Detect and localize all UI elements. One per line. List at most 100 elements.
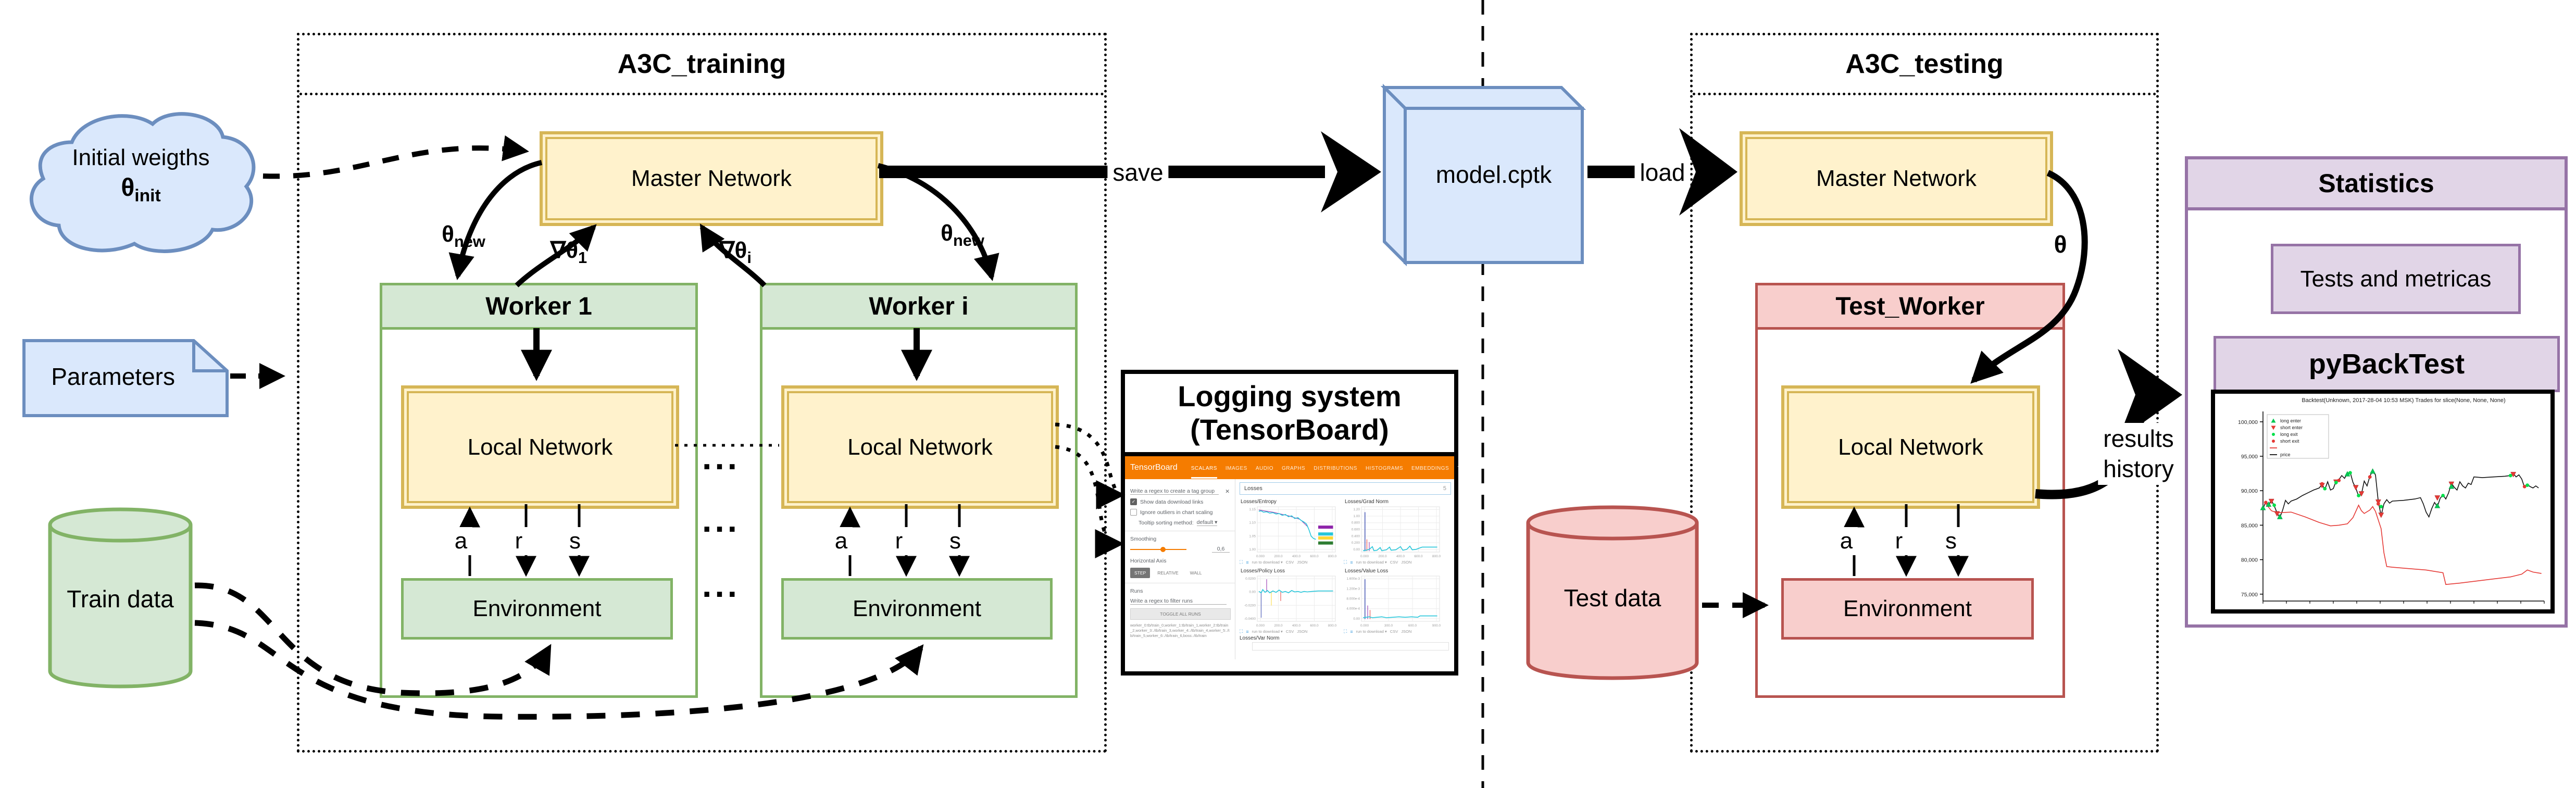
- json-link[interactable]: JSON: [1401, 560, 1412, 565]
- tab-images[interactable]: IMAGES: [1225, 466, 1247, 471]
- runs-filter-input[interactable]: Write a regex to filter runs: [1130, 598, 1227, 605]
- run-to-download-label[interactable]: run to download ▾: [1356, 629, 1387, 634]
- svg-text:75,000: 75,000: [2241, 592, 2258, 598]
- theta-testing-label: θ: [2054, 231, 2067, 258]
- svg-text:long enter: long enter: [2280, 418, 2301, 423]
- svg-text:1.00: 1.00: [1353, 515, 1360, 518]
- haxis-button-step[interactable]: STEP: [1130, 568, 1151, 578]
- svg-text:1.15: 1.15: [1249, 508, 1256, 511]
- svg-text:300.0: 300.0: [1384, 624, 1393, 628]
- csv-link[interactable]: CSV: [1390, 629, 1398, 634]
- svg-text:0.600: 0.600: [1352, 528, 1360, 532]
- losses-group-header[interactable]: Losses 5: [1240, 482, 1451, 495]
- tab-scalars[interactable]: SCALARS: [1191, 458, 1217, 479]
- csv-link[interactable]: CSV: [1285, 560, 1294, 565]
- expand-icon[interactable]: ⛶: [1240, 629, 1243, 634]
- expand-icon[interactable]: ⛶: [1344, 559, 1347, 565]
- smoothing-slider[interactable]: [1130, 546, 1186, 552]
- expand-icon[interactable]: ⛶: [1344, 629, 1347, 634]
- worker-i-local-network: Local Network: [781, 385, 1059, 509]
- r-label-test: r: [1890, 527, 1908, 555]
- json-link[interactable]: JSON: [1297, 629, 1308, 634]
- menu-icon[interactable]: ≡: [1350, 559, 1353, 565]
- tab-embeddings[interactable]: EMBEDDINGS: [1411, 466, 1449, 471]
- tab-graphs[interactable]: GRAPHS: [1281, 466, 1306, 471]
- svg-text:1.05: 1.05: [1249, 534, 1256, 538]
- runs-list[interactable]: worker_0:tb/train_0,worker_1:tb/train_1,…: [1130, 623, 1230, 639]
- run-to-download-label[interactable]: run to download ▾: [1252, 560, 1283, 565]
- tag-regex-input[interactable]: Write a regex to create a tag group: [1130, 488, 1219, 495]
- svg-text:600.0: 600.0: [1414, 555, 1423, 558]
- help-icon[interactable]: ?: [1501, 463, 1505, 472]
- svg-text:400.0: 400.0: [1292, 555, 1301, 558]
- model-cptk-cube: model.cptk: [1379, 82, 1587, 268]
- menu-icon[interactable]: ≡: [1246, 629, 1249, 634]
- test-env-label: Environment: [1843, 596, 1972, 621]
- tab-distributions[interactable]: DISTRIBUTIONS: [1314, 466, 1357, 471]
- haxis-button-relative[interactable]: RELATIVE: [1157, 570, 1179, 576]
- train-data-cylinder: Train data: [47, 483, 194, 705]
- menu-icon[interactable]: ≡: [1246, 559, 1249, 565]
- results-history-label: results history: [2098, 423, 2179, 485]
- run-to-download-label[interactable]: run to download ▾: [1252, 629, 1283, 634]
- tab-text[interactable]: TEXT: [1457, 466, 1472, 471]
- losses-chart-title-3: Losses/Value Loss: [1345, 568, 1389, 574]
- svg-text:600.0: 600.0: [1408, 624, 1417, 628]
- svg-text:0.800: 0.800: [1352, 521, 1360, 525]
- cloud-label-line1: Initial weigths: [72, 145, 210, 170]
- tensorboard-tabs: SCALARS IMAGES AUDIO GRAPHS DISTRIBUTIONS HIS…: [1187, 458, 1476, 479]
- tab-histograms[interactable]: HISTOGRAMS: [1365, 466, 1403, 471]
- svg-text:1.20: 1.20: [1353, 508, 1360, 511]
- refresh-icon[interactable]: ⟳: [1475, 463, 1482, 472]
- expand-icon[interactable]: ⛶: [1240, 559, 1243, 565]
- workers-ellipsis-1: ...: [702, 438, 741, 477]
- ignore-outliers-checkbox[interactable]: [1130, 509, 1137, 516]
- tooltip-sorting-select[interactable]: default ▾: [1196, 519, 1218, 526]
- run-to-download-label[interactable]: run to download ▾: [1356, 560, 1387, 565]
- svg-text:0.000: 0.000: [1360, 555, 1369, 558]
- test-data-label: Test data: [1564, 584, 1661, 611]
- menu-icon[interactable]: ≡: [1350, 629, 1353, 634]
- test-data-cylinder: Test data: [1525, 482, 1700, 696]
- test-environment: Environment: [1781, 578, 2034, 640]
- gear-icon[interactable]: ⚙: [1488, 463, 1495, 472]
- training-master-label: Master Network: [631, 166, 792, 191]
- s-label-w1: s: [564, 527, 586, 555]
- r-label-wi: r: [890, 527, 908, 555]
- test-local-network: Local Network: [1781, 385, 2040, 509]
- json-link[interactable]: JSON: [1297, 560, 1308, 565]
- pybacktest-chart: Backtest(Unknown, 2017-28-04 10:53 MSK) …: [2211, 390, 2555, 614]
- train-data-label: Train data: [67, 585, 174, 612]
- svg-text:1.10: 1.10: [1249, 521, 1256, 525]
- json-link[interactable]: JSON: [1401, 629, 1412, 634]
- worker-i-environment: Environment: [781, 578, 1053, 640]
- haxis-button-wall[interactable]: WALL: [1190, 570, 1202, 576]
- csv-link[interactable]: CSV: [1285, 629, 1294, 634]
- edge-save-arrowhead: [1321, 131, 1381, 212]
- svg-text:600.0: 600.0: [1310, 555, 1319, 558]
- svg-text:-0.0400: -0.0400: [1244, 617, 1256, 621]
- tab-audio[interactable]: AUDIO: [1255, 466, 1273, 471]
- var-norm-chart-sliver: [1252, 642, 1449, 651]
- smoothing-value[interactable]: 0,6: [1212, 546, 1230, 553]
- losses-group-label: Losses: [1244, 485, 1262, 492]
- show-download-links-checkbox[interactable]: ✓: [1130, 498, 1137, 505]
- toggle-all-runs-button[interactable]: TOGGLE ALL RUNS: [1130, 608, 1231, 620]
- a3c-training-title: A3C_training: [299, 35, 1104, 95]
- close-icon[interactable]: ✕: [1225, 488, 1230, 495]
- csv-link[interactable]: CSV: [1390, 560, 1398, 565]
- losses-chart-title-2: Losses/Policy Loss: [1241, 568, 1285, 574]
- worker-1-environment: Environment: [401, 578, 673, 640]
